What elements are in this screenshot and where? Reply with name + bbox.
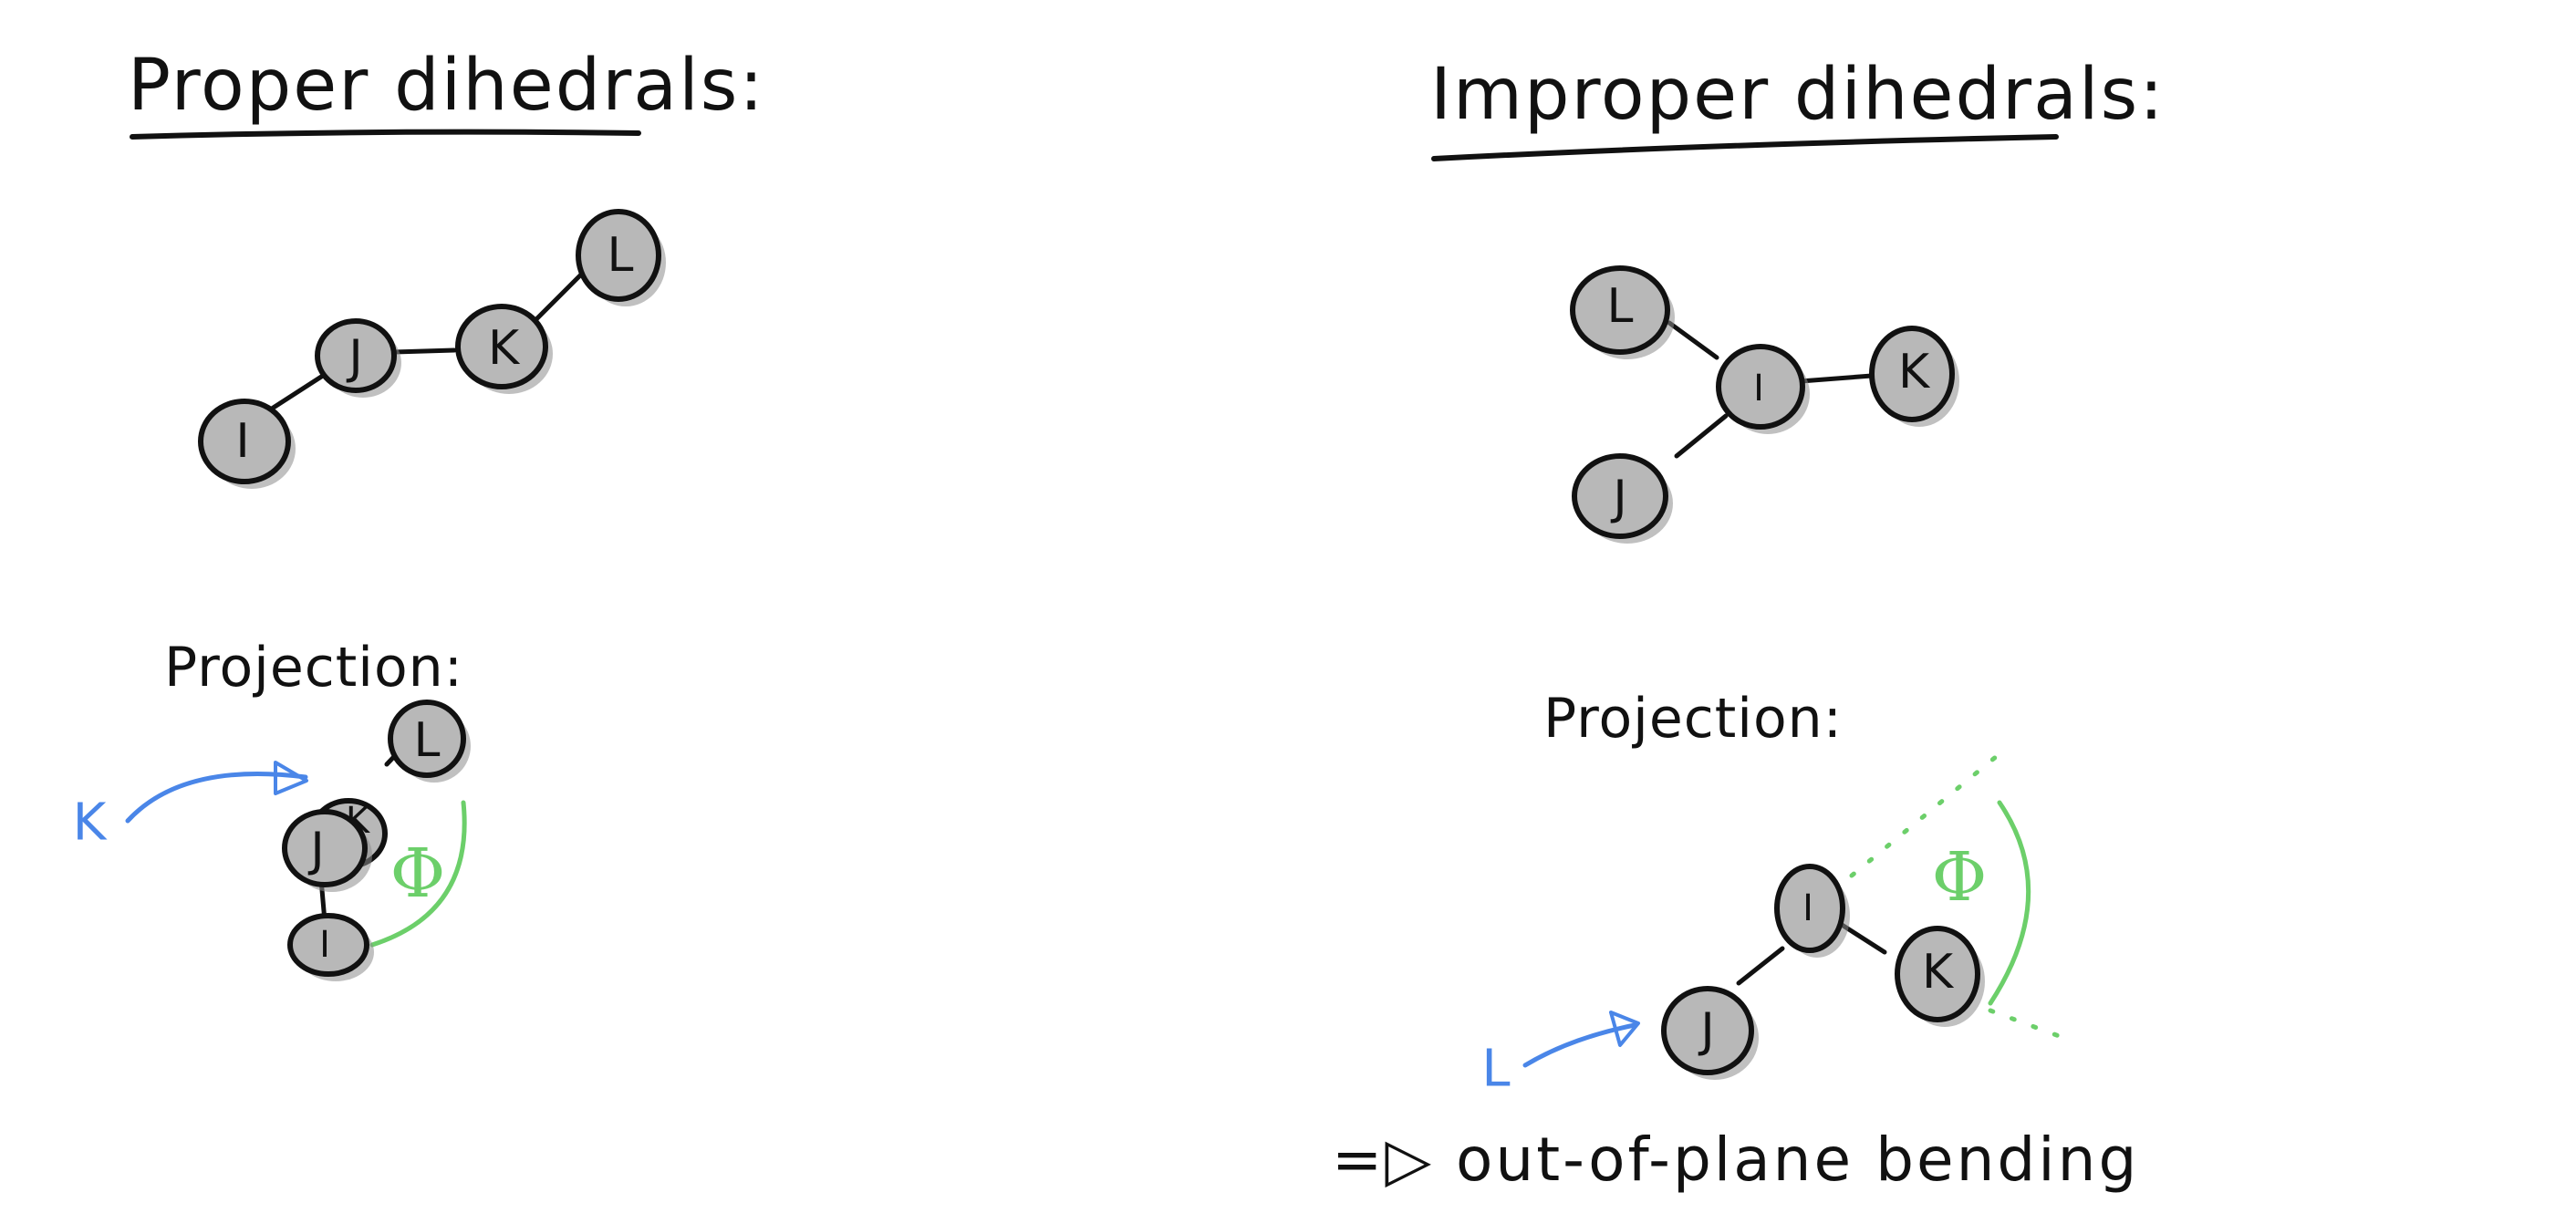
proj-atom-l: L (388, 700, 471, 783)
improper-atom-i-label: I (1753, 368, 1764, 410)
improper-section: Improper dihedrals: L I K (1332, 54, 2166, 1195)
proper-title: Proper dihedrals: (128, 45, 765, 127)
proper-molecule: I J K L (198, 209, 666, 489)
atom-k: K (455, 304, 553, 394)
improper-proj-atom-k-label: K (1922, 945, 1955, 1000)
atom-l: L (1570, 265, 1675, 359)
atom-j-label: J (346, 330, 362, 385)
improper-atom-j-label: J (1610, 471, 1626, 525)
view-axis-label: K (73, 793, 108, 853)
dihedral-angle-symbol: Φ (390, 835, 446, 913)
improper-angle-symbol: Φ (1932, 838, 1988, 917)
proj-atom-k: K (1895, 926, 1985, 1027)
improper-view-axis-label: L (1481, 1040, 1510, 1099)
proper-projection: K Φ L K J (73, 700, 471, 981)
proper-section: Proper dihedrals: I J K (73, 45, 765, 981)
proper-projection-label: Projection: (164, 636, 463, 700)
bond-i-j (269, 369, 331, 411)
dihedral-angle-arc (369, 800, 467, 948)
bond-k-l (534, 269, 587, 322)
improper-atom-l-label: L (1607, 279, 1634, 334)
atom-l: L (576, 209, 666, 306)
improper-projection-label: Projection: (1543, 687, 1843, 751)
atom-i: I (1716, 344, 1810, 434)
improper-proj-atom-i-label: I (1802, 887, 1813, 929)
proj-atom-j: J (282, 809, 372, 892)
improper-title-underline (1431, 134, 2059, 161)
improper-angle-arc (1988, 800, 2031, 1006)
atom-k-label: K (488, 321, 521, 376)
bond-j-i (1674, 413, 1729, 459)
bond-j-k (391, 347, 457, 355)
proj-atom-i: I (287, 913, 374, 981)
view-axis-arrow (125, 771, 308, 824)
bond-l-i (1667, 320, 1719, 360)
atom-i: I (198, 399, 296, 489)
proj-bond-j-i (1736, 946, 1785, 986)
proj-atom-i: I (1774, 864, 1850, 958)
improper-projection: Φ L I K J (1481, 745, 2072, 1099)
improper-view-axis-arrow (1522, 1022, 1637, 1068)
improper-proj-atom-j-label: J (1698, 1003, 1714, 1058)
improper-molecule: L I K J (1570, 265, 1959, 544)
atom-k: K (1869, 326, 1959, 427)
proj-atom-j-label: J (307, 823, 324, 877)
proj-atom-i-label: I (319, 924, 330, 966)
atom-i-label: I (235, 414, 249, 469)
improper-title: Improper dihedrals: (1430, 54, 2166, 136)
bond-i-k (1798, 373, 1875, 384)
view-axis-arrowhead (274, 761, 308, 795)
proper-title-underline (130, 129, 641, 140)
proj-atom-j: J (1661, 986, 1759, 1080)
improper-atom-k-label: K (1898, 345, 1931, 399)
atom-j: J (315, 318, 401, 398)
improper-conclusion: =▷ out-of-plane bending (1332, 1125, 2139, 1195)
atom-j: J (1572, 453, 1673, 544)
plane-line-lower (1988, 1008, 2072, 1042)
proj-atom-l-label: L (414, 713, 441, 768)
improper-view-axis-arrowhead (1609, 1011, 1640, 1047)
atom-l-label: L (608, 228, 634, 283)
